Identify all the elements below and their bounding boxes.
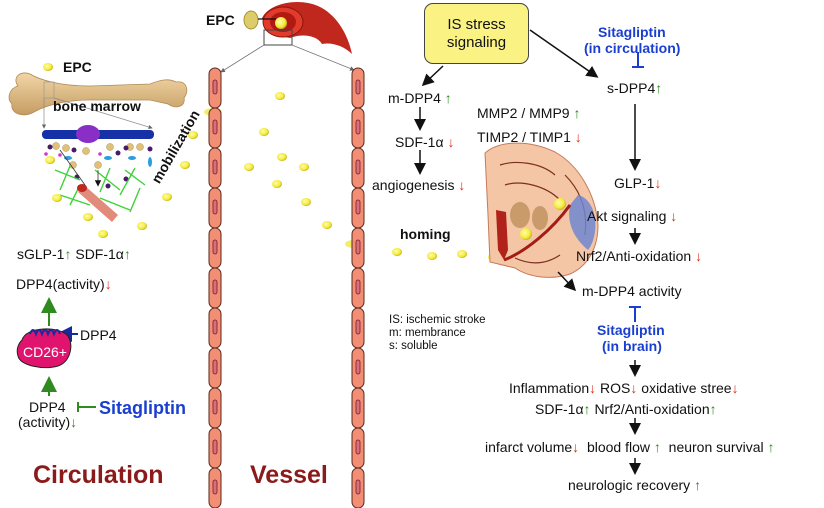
down-arrow-icon: ↓ [630, 380, 638, 396]
cell-nucleus [355, 359, 361, 375]
cell-nucleus [212, 239, 218, 255]
timp-label: TIMP2 / TIMP1 ↓ [477, 129, 582, 145]
up-arrow-icon: ↑ [767, 439, 775, 455]
cell-nucleus [355, 399, 361, 415]
up-arrow-icon: ↑ [655, 80, 663, 96]
up-arrow-icon: ↑ [709, 401, 717, 417]
cell-nucleus [212, 279, 218, 295]
sitagliptin-brain-line1: Sitagliptin [597, 322, 665, 338]
sdf1a-nrf2-row: SDF-1α↑ Nrf2/Anti-oxidation↑ [535, 401, 717, 417]
down-arrow-icon: ↓ [731, 380, 739, 396]
bone-marrow-label: bone marrow [53, 98, 141, 114]
sdf1a-label: SDF-1α ↓ [395, 134, 455, 150]
outcome-row: infarct volume↓ blood flow ↑ neuron surv… [485, 439, 775, 455]
glp1-label: GLP-1↓ [614, 175, 662, 191]
cell-nucleus [355, 199, 361, 215]
up-arrow-icon: ↑ [653, 439, 661, 455]
cell-nucleus [355, 239, 361, 255]
pathway-arrows [414, 29, 641, 475]
up-arrow-icon: ↑ [123, 246, 131, 262]
dpp4-receptor-label: DPP4 [80, 327, 117, 343]
nrf2-label: Nrf2/Anti-oxidation ↓ [576, 248, 703, 264]
m-dpp4-label: m-DPP4 ↑ [388, 90, 452, 106]
cd26-label: CD26+ [23, 344, 67, 360]
cell-nucleus [212, 79, 218, 95]
cell-nucleus [212, 199, 218, 215]
cell-nucleus [355, 159, 361, 175]
neuro-recovery-label: neurologic recovery ↑ [568, 477, 702, 493]
up-arrow-icon: ↑ [64, 246, 72, 262]
abbreviation-legend: IS: ischemic stroke m: membrance s: solu… [389, 314, 486, 353]
up-arrow-icon: ↑ [573, 105, 581, 121]
sglp1-label: sGLP-1↑ SDF-1α↑ [17, 246, 131, 262]
down-arrow-icon: ↓ [589, 380, 597, 396]
vessel-wall-left [208, 67, 222, 508]
legend-item: IS: ischemic stroke [389, 314, 486, 326]
down-arrow-icon: ↓ [70, 414, 78, 430]
down-arrow-icon: ↓ [670, 208, 678, 224]
dpp4-lower-label: DPP4 [29, 399, 66, 415]
cell-nucleus [212, 399, 218, 415]
down-arrow-icon: ↓ [572, 439, 580, 455]
s-dpp4-label: s-DPP4↑ [607, 80, 663, 96]
down-arrow-icon: ↓ [695, 248, 703, 264]
cell-nucleus [212, 359, 218, 375]
blood-vessel-illustration [220, 2, 355, 73]
epc-vessel-label: EPC [206, 12, 235, 28]
down-arrow-icon: ↓ [447, 134, 455, 150]
bone-marrow-niche [42, 125, 154, 222]
up-arrow-icon: ↑ [444, 90, 452, 106]
brain-illustration [484, 142, 599, 278]
vessel-title: Vessel [250, 461, 328, 489]
inflammation-row: Inflammation↓ ROS↓ oxidative stree↓ [509, 380, 739, 396]
inhibition-bars [629, 52, 644, 322]
circulation-arrows [41, 297, 96, 412]
circulation-title: Circulation [33, 461, 164, 489]
mmp-label: MMP2 / MMP9 ↑ [477, 105, 581, 121]
dpp4-activity-label: DPP4(activity)↓ [16, 276, 112, 292]
legend-item: m: membrance [389, 327, 466, 339]
sitagliptin-circ-line1: Sitagliptin [598, 24, 666, 40]
angiogenesis-label: angiogenesis ↓ [372, 177, 466, 193]
up-arrow-icon: ↑ [694, 477, 702, 493]
cell-nucleus [212, 479, 218, 495]
akt-label: Akt signaling ↓ [587, 208, 678, 224]
down-arrow-icon: ↓ [458, 177, 466, 193]
cell-nucleus [355, 119, 361, 135]
cell-nucleus [212, 119, 218, 135]
homing-label: homing [400, 226, 451, 242]
m-dpp4-activity-label: m-DPP4 activity [582, 283, 682, 299]
legend-item: s: soluble [389, 340, 438, 352]
bone-illustration [8, 72, 188, 129]
epc-cell-icon [243, 10, 259, 30]
vessel-wall-right [351, 67, 365, 508]
cd26-cell [16, 328, 72, 369]
activity-lower-label: (activity)↓ [18, 414, 78, 430]
down-arrow-icon: ↓ [654, 175, 662, 191]
cell-nucleus [212, 439, 218, 455]
sitagliptin-circulation-label: Sitagliptin [99, 398, 186, 418]
epc-bone-label: EPC [63, 59, 92, 75]
down-arrow-icon: ↓ [104, 276, 112, 292]
down-arrow-icon: ↓ [574, 129, 582, 145]
sitagliptin-circ-line2: (in circulation) [584, 40, 681, 56]
up-arrow-icon: ↑ [583, 401, 591, 417]
cell-nucleus [355, 319, 361, 335]
sitagliptin-brain-line2: (in brain) [602, 338, 662, 354]
is-stress-box: IS stress signaling [424, 3, 529, 64]
cell-nucleus [355, 479, 361, 495]
cell-nucleus [355, 79, 361, 95]
cell-nucleus [212, 159, 218, 175]
cell-nucleus [355, 279, 361, 295]
cell-nucleus [355, 439, 361, 455]
cell-nucleus [212, 319, 218, 335]
